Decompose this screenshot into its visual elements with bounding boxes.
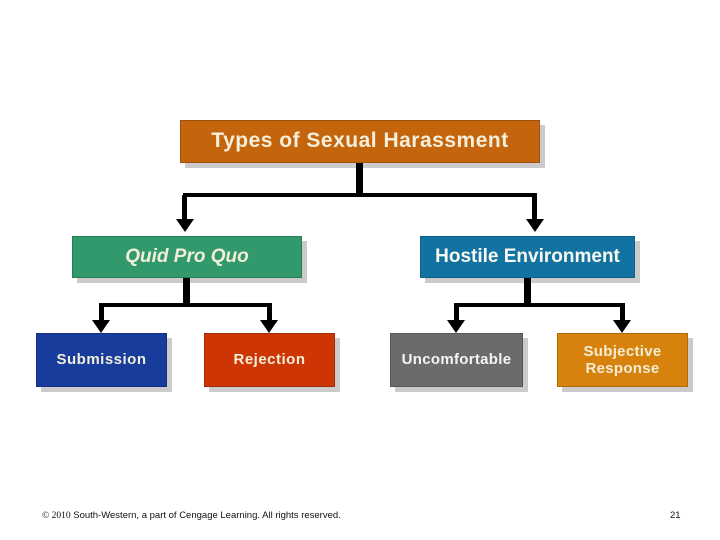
connector-root-hbar	[183, 193, 537, 197]
uncomfortable-label: Uncomfortable	[401, 351, 512, 369]
quid-pro-quo-label: Quid Pro Quo	[125, 246, 249, 268]
subjective-response-box: Subjective Response	[557, 333, 688, 387]
connector-to-uncomfortable-stem	[454, 305, 459, 322]
connector-hostile-stub	[524, 278, 531, 307]
slide-title: Types of Sexual Harassment	[211, 129, 509, 153]
rejection-box: Rejection	[204, 333, 335, 387]
title-box: Types of Sexual Harassment	[180, 120, 540, 163]
connector-to-rejection-stem	[267, 305, 272, 322]
quid-pro-quo-box: Quid Pro Quo	[72, 236, 302, 278]
submission-label: Submission	[56, 351, 147, 369]
subjective-response-label: Subjective Response	[583, 342, 662, 377]
rejection-label: Rejection	[233, 351, 306, 369]
uncomfortable-box: Uncomfortable	[390, 333, 523, 387]
arrow-down-icon	[613, 320, 631, 333]
arrow-down-icon	[92, 320, 110, 333]
submission-box: Submission	[36, 333, 167, 387]
connector-to-submission-stem	[99, 305, 104, 322]
connector-to-subjective-stem	[620, 305, 625, 322]
connector-to-quid-stem	[182, 195, 187, 220]
arrow-down-icon	[176, 219, 194, 232]
copyright-year: © 2010	[42, 511, 71, 521]
connector-quid-stub	[183, 278, 190, 307]
copyright-text: South-Western, a part of Cengage Learnin…	[73, 510, 341, 521]
page-number: 21	[670, 510, 681, 521]
connector-quid-hbar	[99, 303, 272, 307]
arrow-down-icon	[447, 320, 465, 333]
hostile-environment-box: Hostile Environment	[420, 236, 635, 278]
hostile-environment-label: Hostile Environment	[435, 246, 620, 268]
connector-hostile-hbar	[454, 303, 625, 307]
arrow-down-icon	[526, 219, 544, 232]
connector-root-stub	[356, 163, 363, 197]
arrow-down-icon	[260, 320, 278, 333]
copyright-footer: © 2010 South-Western, a part of Cengage …	[42, 510, 341, 521]
connector-to-hostile-stem	[532, 195, 537, 220]
